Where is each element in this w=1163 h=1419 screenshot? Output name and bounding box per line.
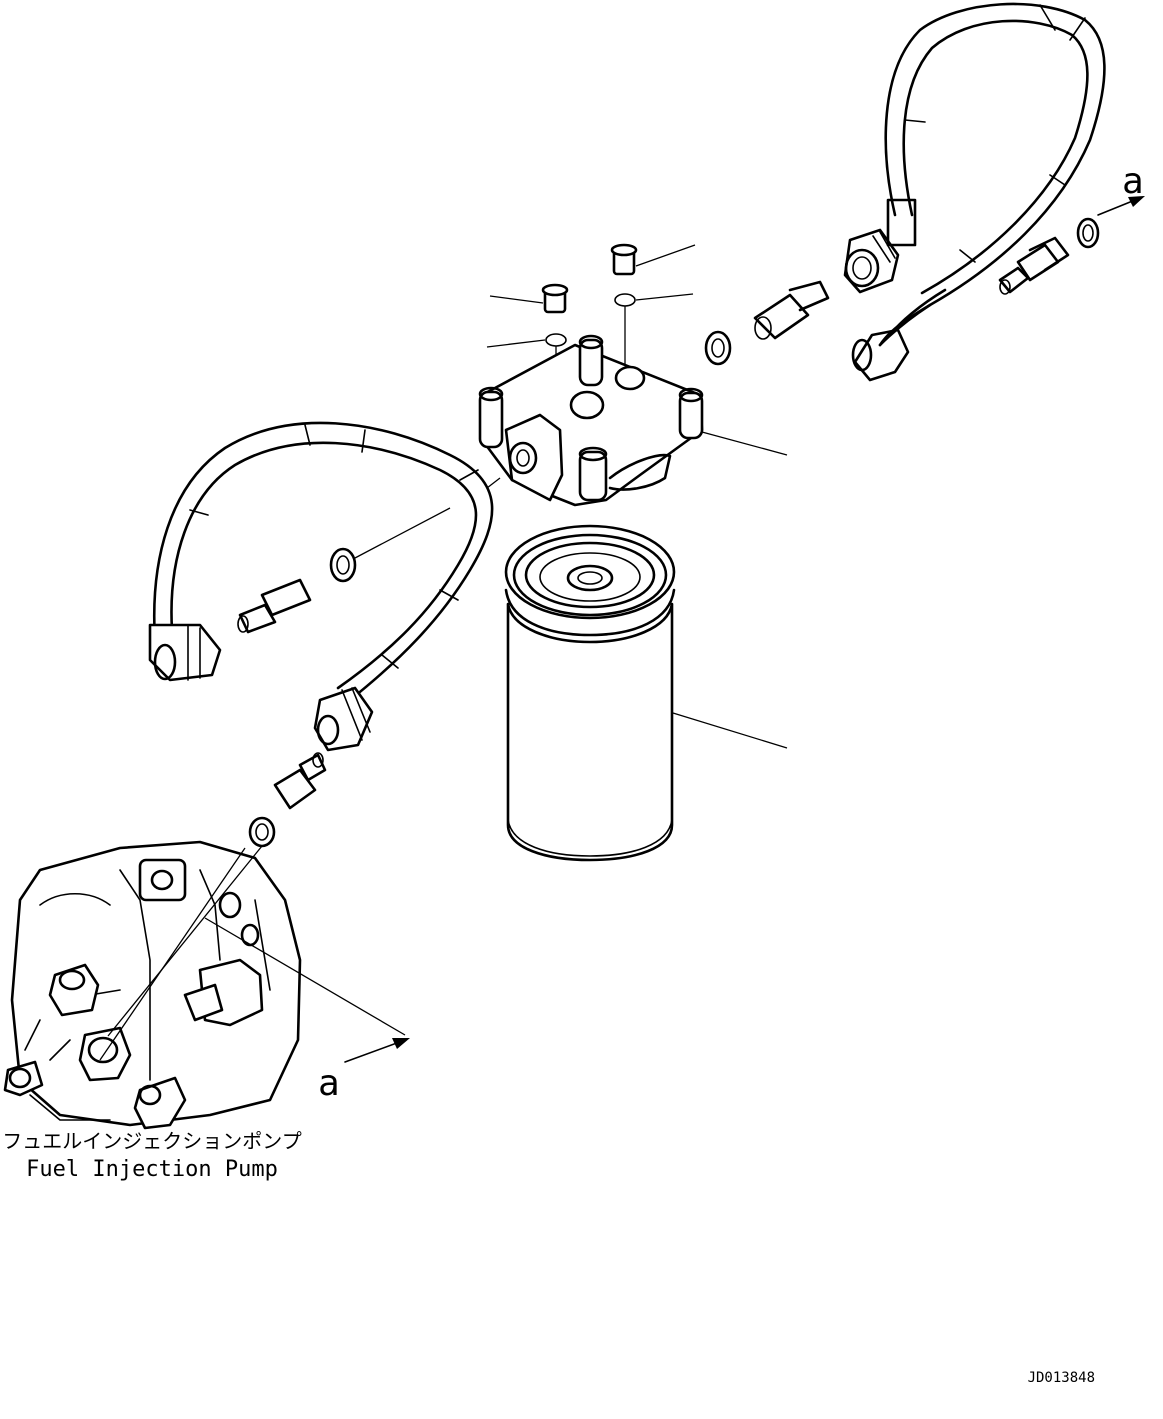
plug-left — [489, 283, 569, 314]
ref-letter-top: a — [1122, 161, 1144, 202]
left-fuel-hose — [153, 421, 494, 702]
left-adapter-upper — [237, 578, 312, 634]
fuel-injection-pump — [3, 840, 406, 1130]
drawing-number: JD013848 — [1028, 1370, 1095, 1386]
left-hose-end-fitting — [313, 686, 374, 752]
right-hose-lower-fitting — [851, 288, 947, 382]
plug-right — [610, 243, 696, 276]
left-o-ring-upper — [329, 507, 451, 583]
o-ring-left-small — [486, 333, 567, 348]
o-ring-right-small — [614, 293, 694, 307]
ref-arrow-bottom: a — [318, 1038, 410, 1104]
upper-connector — [753, 280, 830, 340]
pump-label-jp: フュエルインジェクションポンプ — [2, 1129, 301, 1153]
right-adapter — [998, 236, 1070, 295]
ref-arrow-top: a — [1097, 161, 1145, 216]
filter-head — [478, 334, 788, 507]
ref-letter-bottom: a — [318, 1063, 340, 1104]
left-hose-elbow-fitting — [148, 623, 222, 682]
filter-cartridge — [504, 524, 788, 862]
pump-label-en: Fuel Injection Pump — [26, 1157, 278, 1182]
right-o-ring — [1076, 217, 1100, 249]
upper-o-ring — [704, 330, 732, 366]
right-hose-fitting — [843, 228, 900, 294]
left-adapter-lower — [273, 752, 327, 810]
right-fuel-hose — [878, 2, 1106, 347]
left-o-ring-lower — [248, 816, 276, 848]
